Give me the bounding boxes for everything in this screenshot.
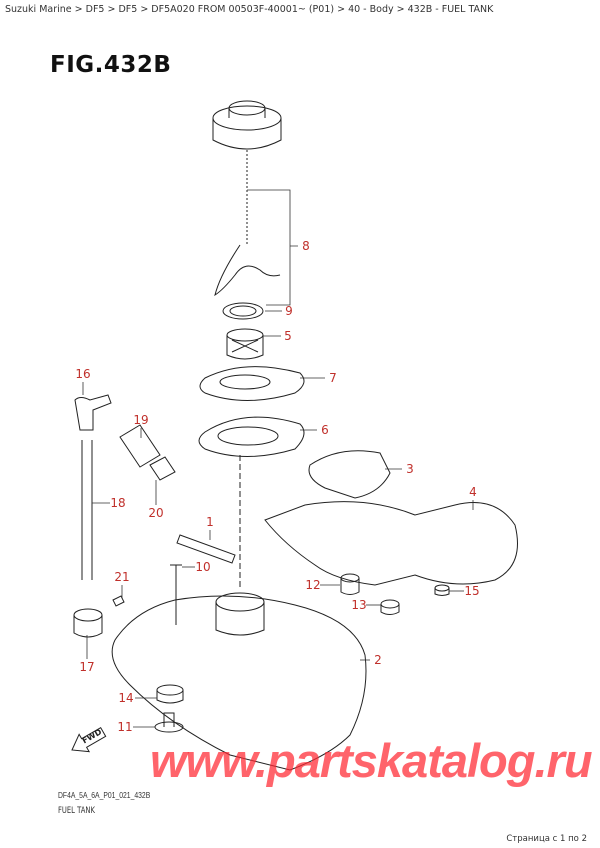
callout-21[interactable]: 21 (114, 570, 130, 584)
callout-2[interactable]: 2 (374, 653, 382, 667)
diagram-code: DF4A_5A_6A_P01_021_432B (58, 790, 151, 800)
grommet-14 (156, 684, 184, 704)
seal-6 (198, 416, 305, 457)
callout-15[interactable]: 15 (464, 584, 480, 598)
gasket-ring (222, 302, 264, 320)
seal-7 (199, 366, 305, 401)
callout-18[interactable]: 18 (110, 496, 126, 510)
pin-11 (154, 712, 184, 733)
callout-3[interactable]: 3 (406, 462, 414, 476)
bracket-3 (308, 450, 391, 499)
fwd-arrow-icon (71, 726, 107, 753)
callout-6[interactable]: 6 (321, 423, 329, 437)
bracket-4 (264, 501, 518, 586)
callout-10[interactable]: 10 (195, 560, 211, 574)
screw-15 (434, 584, 450, 596)
page-indicator: Страница с 1 по 2 (506, 834, 587, 844)
filter-17 (73, 608, 103, 638)
breadcrumb[interactable]: Suzuki Marine > DF5 > DF5 > DF5A020 FROM… (5, 4, 494, 15)
diagram-title: FUEL TANK (58, 806, 95, 816)
filter-basket (226, 328, 264, 360)
clamp-20 (149, 456, 176, 481)
grommet-13 (380, 599, 400, 615)
tether-clip (214, 244, 281, 297)
callout-19[interactable]: 19 (133, 413, 149, 427)
rod-1 (176, 534, 236, 564)
callout-5[interactable]: 5 (284, 329, 292, 343)
callout-14[interactable]: 14 (118, 691, 134, 705)
callout-9[interactable]: 9 (285, 304, 293, 318)
callout-17[interactable]: 17 (79, 660, 95, 674)
fuel-pipe-18 (81, 440, 93, 580)
callout-16[interactable]: 16 (75, 367, 91, 381)
callout-11[interactable]: 11 (117, 720, 133, 734)
callout-12[interactable]: 12 (305, 578, 321, 592)
grommet-12 (340, 573, 360, 595)
figure-title: FIG.432B (50, 52, 172, 78)
callout-13[interactable]: 13 (351, 598, 367, 612)
callout-7[interactable]: 7 (329, 371, 337, 385)
callout-1[interactable]: 1 (206, 515, 214, 529)
filler-neck (215, 592, 265, 636)
leader-lines (82, 189, 474, 728)
fuel-cap (212, 100, 282, 150)
bolt-21 (112, 595, 125, 607)
callout-4[interactable]: 4 (469, 485, 477, 499)
fuel-cock-16 (74, 394, 112, 431)
bolt-10 (170, 564, 182, 625)
callout-20[interactable]: 20 (148, 506, 164, 520)
callout-8[interactable]: 8 (302, 239, 310, 253)
watermark: www.partskatalog.ru (150, 734, 593, 787)
hose-19 (119, 424, 161, 468)
fuel-tank-2 (111, 595, 367, 771)
